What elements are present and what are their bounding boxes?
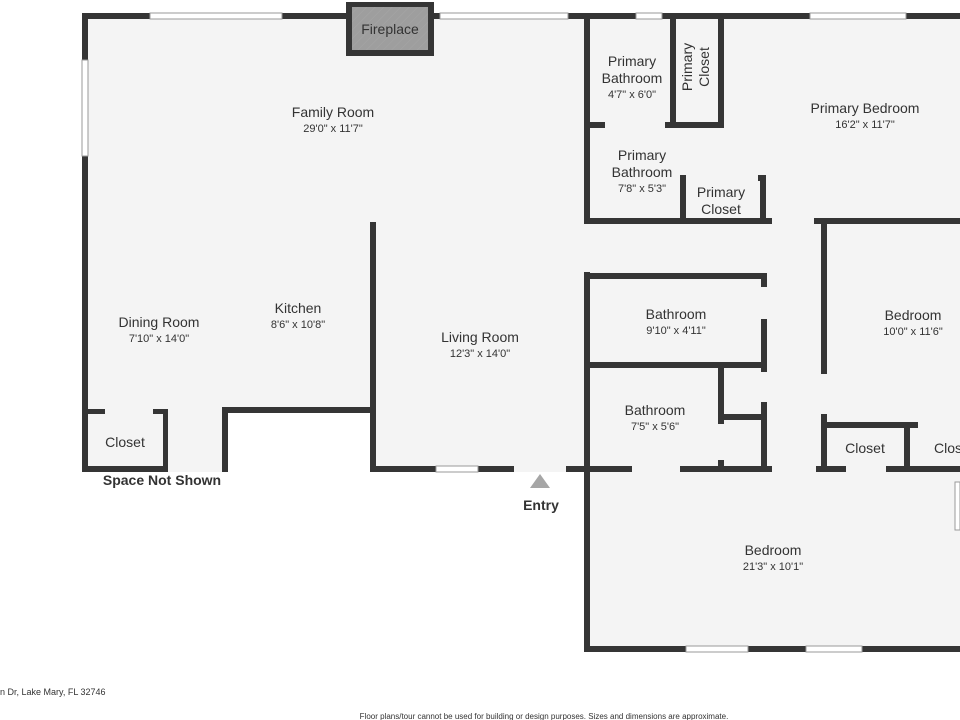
bedroom-1-name: Bedroom — [885, 307, 942, 323]
primary-bedroom-dimensions: 16'2" x 11'7" — [835, 119, 895, 131]
fireplace: Fireplace — [346, 2, 434, 56]
kitchen-name: Kitchen — [275, 300, 322, 316]
primary-closet-1-name-line1: Primary — [679, 43, 695, 91]
space-not-shown-label: Space Not Shown — [103, 472, 221, 488]
footer-address: n Dr, Lake Mary, FL 32746 — [0, 687, 106, 697]
bathroom-2-dimensions: 7'5" x 5'6" — [631, 421, 679, 433]
bedroom-1-dimensions: 10'0" x 11'6" — [883, 326, 943, 338]
dining-closet-name: Closet — [105, 434, 145, 450]
primary-bathroom-2-name-line2: Bathroom — [612, 164, 673, 180]
dining-room-name: Dining Room — [119, 314, 200, 330]
bathroom-1-name: Bathroom — [646, 306, 707, 322]
primary-bathroom-1-name-line2: Bathroom — [602, 70, 663, 86]
floor-areas — [82, 13, 960, 651]
bedroom-2-name: Bedroom — [745, 542, 802, 558]
primary-closet-2-name-line2: Closet — [701, 201, 741, 217]
edge-closet-name: Clos — [934, 440, 960, 456]
windows — [81, 12, 960, 653]
living-room-name: Living Room — [441, 329, 519, 345]
living-room-dimensions: 12'3" x 14'0" — [450, 348, 510, 360]
primary-closet-1-name-line2: Closet — [696, 47, 712, 87]
bathroom-1-dimensions: 9'10" x 4'11" — [646, 325, 706, 337]
bedroom-2-dimensions: 21'3" x 10'1" — [743, 561, 803, 573]
footer-disclaimer: Floor plans/tour cannot be used for buil… — [360, 712, 729, 720]
door-openings — [105, 118, 960, 472]
room-labels: Family Room 29'0" x 11'7" Dining Room 7'… — [105, 43, 960, 573]
primary-bathroom-1-name-line1: Primary — [608, 53, 656, 69]
family-room-dimensions: 29'0" x 11'7" — [303, 123, 363, 135]
entry-label: Entry — [523, 497, 559, 513]
bathroom-2-name: Bathroom — [625, 402, 686, 418]
entry-marker — [530, 474, 550, 488]
bedroom-closet-name: Closet — [845, 440, 885, 456]
primary-bedroom-name: Primary Bedroom — [811, 100, 920, 116]
primary-bathroom-2-dimensions: 7'8" x 5'3" — [618, 183, 666, 195]
fireplace-label: Fireplace — [361, 21, 419, 37]
primary-bathroom-2-name-line1: Primary — [618, 147, 666, 163]
kitchen-dimensions: 8'6" x 10'8" — [271, 319, 325, 331]
dining-room-dimensions: 7'10" x 14'0" — [129, 333, 189, 345]
primary-bathroom-1-dimensions: 4'7" x 6'0" — [608, 89, 656, 101]
family-room-name: Family Room — [292, 104, 374, 120]
primary-closet-2-name-line1: Primary — [697, 184, 745, 200]
